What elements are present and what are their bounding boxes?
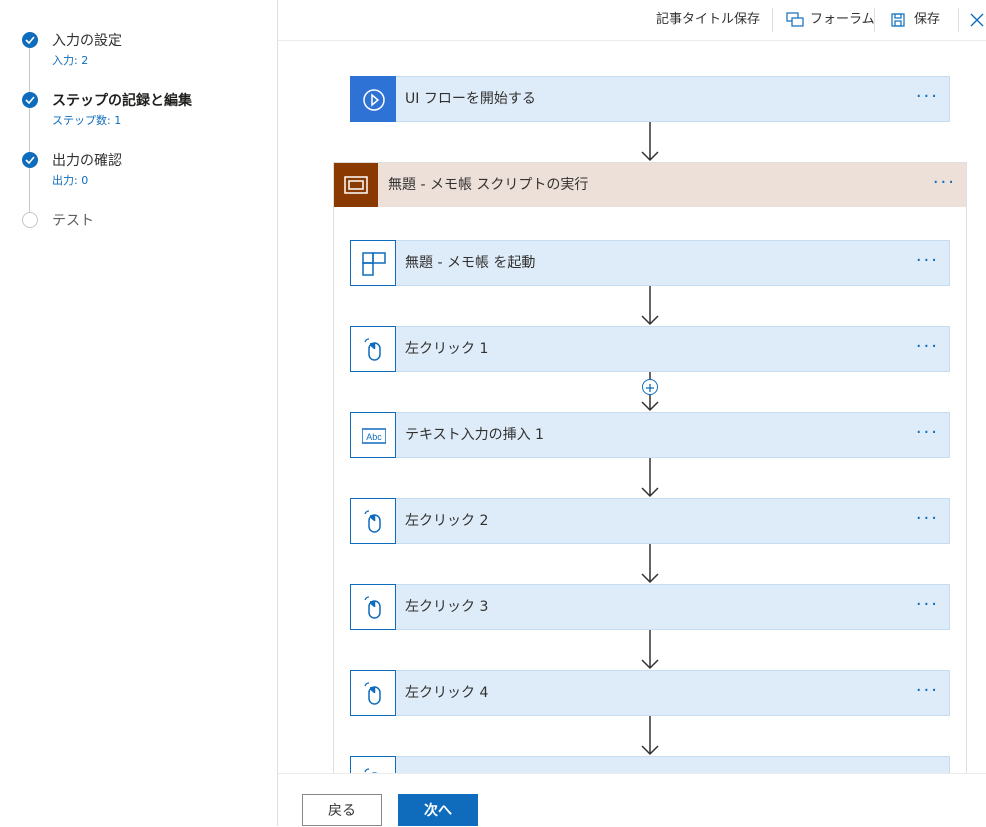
svg-text:Abc: Abc — [366, 432, 382, 442]
step-icon-box — [350, 326, 396, 372]
plus-icon — [646, 384, 654, 392]
save-title-button[interactable]: 記事タイトル保存 — [656, 12, 761, 27]
flow-step-label: 左クリック 3 — [405, 599, 489, 615]
flow-arrow — [641, 544, 659, 584]
wizard-connector — [29, 168, 30, 212]
wizard-connector — [29, 108, 30, 152]
flow-start-label: UI フローを開始する — [405, 91, 536, 107]
top-toolbar: 記事タイトル保存 フォーラム 保存 — [278, 0, 986, 41]
insert-step-button[interactable] — [642, 379, 658, 395]
flow-step-card[interactable]: 左クリック 4 ··· — [350, 670, 950, 716]
check-icon — [22, 32, 38, 48]
script-scope-header[interactable]: 無題 - メモ帳 スクリプトの実行 ··· — [334, 163, 966, 207]
wizard-step-title: 出力の確認 — [52, 153, 122, 169]
window-icon — [344, 176, 368, 194]
wizard-step-title: 入力の設定 — [52, 33, 122, 49]
more-options-icon[interactable]: ··· — [915, 86, 939, 107]
more-options-icon[interactable]: ··· — [915, 336, 939, 357]
wizard-panel: 入力の設定 入力: 2 ステップの記録と編集 ステップ数: 1 出力の確認 出力… — [0, 0, 278, 826]
flow-arrow — [641, 458, 659, 498]
flow-arrow — [641, 630, 659, 670]
flow-arrow — [641, 122, 659, 162]
wizard-step-count: 出力: 0 — [52, 174, 89, 187]
mouse-click-icon — [364, 768, 378, 773]
flow-arrow — [641, 286, 659, 326]
next-button[interactable]: 次へ — [398, 794, 478, 826]
flow-step-card[interactable] — [350, 756, 950, 773]
wizard-step-count: 入力: 2 — [52, 54, 89, 67]
flow-step-label: テキスト入力の挿入 1 — [405, 427, 544, 443]
flow-canvas[interactable]: UI フローを開始する ··· 無題 - メモ帳 スクリプトの実行 ··· — [278, 41, 986, 773]
mouse-click-icon — [364, 596, 381, 619]
more-options-icon[interactable]: ··· — [915, 594, 939, 615]
flow-step-label: 左クリック 4 — [405, 685, 489, 701]
toolbar-divider — [874, 8, 875, 32]
toolbar-divider — [958, 8, 959, 32]
flow-step-card[interactable]: 無題 - メモ帳 を起動 ··· — [350, 240, 950, 286]
flow-step-card[interactable]: 左クリック 1 ··· — [350, 326, 950, 372]
step-icon-box — [350, 670, 396, 716]
close-icon[interactable] — [970, 13, 984, 27]
back-button[interactable]: 戻る — [302, 794, 382, 826]
mouse-click-icon — [364, 338, 381, 361]
flow-arrow — [641, 716, 659, 756]
script-scope-label: 無題 - メモ帳 スクリプトの実行 — [388, 177, 589, 193]
flow-step-label: 無題 - メモ帳 を起動 — [405, 255, 536, 271]
flow-step-label: 左クリック 2 — [405, 513, 489, 529]
more-options-icon[interactable]: ··· — [915, 508, 939, 529]
text-input-icon: Abc — [362, 428, 386, 444]
flow-step-label: 左クリック 1 — [405, 341, 489, 357]
check-icon — [22, 152, 38, 168]
flow-start-card[interactable]: UI フローを開始する ··· — [350, 76, 950, 122]
wizard-connector — [29, 48, 30, 92]
step-icon-box — [350, 584, 396, 630]
form-icon — [786, 12, 804, 27]
save-icon — [891, 13, 905, 27]
step-icon-box — [350, 756, 396, 773]
flow-start-icon-box — [350, 76, 396, 122]
toolbar-divider — [772, 8, 773, 32]
play-flow-icon — [363, 89, 385, 111]
flow-step-card[interactable]: 左クリック 2 ··· — [350, 498, 950, 544]
wizard-footer: 戻る 次へ — [278, 773, 986, 827]
empty-circle-icon — [22, 212, 38, 228]
more-options-icon[interactable]: ··· — [915, 422, 939, 443]
flow-step-card[interactable]: 左クリック 3 ··· — [350, 584, 950, 630]
mouse-click-icon — [364, 682, 381, 705]
more-options-icon[interactable]: ··· — [915, 250, 939, 271]
more-options-icon[interactable]: ··· — [915, 680, 939, 701]
save-button[interactable]: 保存 — [914, 12, 941, 27]
more-options-icon[interactable]: ··· — [932, 172, 956, 193]
script-scope-icon-box — [334, 163, 378, 207]
step-icon-box — [350, 240, 396, 286]
step-icon-box: Abc — [350, 412, 396, 458]
step-icon-box — [350, 498, 396, 544]
mouse-click-icon — [364, 510, 381, 533]
form-button[interactable]: フォーラム — [810, 12, 875, 27]
wizard-step-count: ステップ数: 1 — [52, 114, 122, 127]
wizard-step-title: ステップの記録と編集 — [52, 93, 192, 109]
app-launch-icon — [362, 252, 386, 276]
wizard-step-title: テスト — [52, 213, 94, 229]
check-icon — [22, 92, 38, 108]
flow-step-card[interactable]: Abc テキスト入力の挿入 1 ··· — [350, 412, 950, 458]
